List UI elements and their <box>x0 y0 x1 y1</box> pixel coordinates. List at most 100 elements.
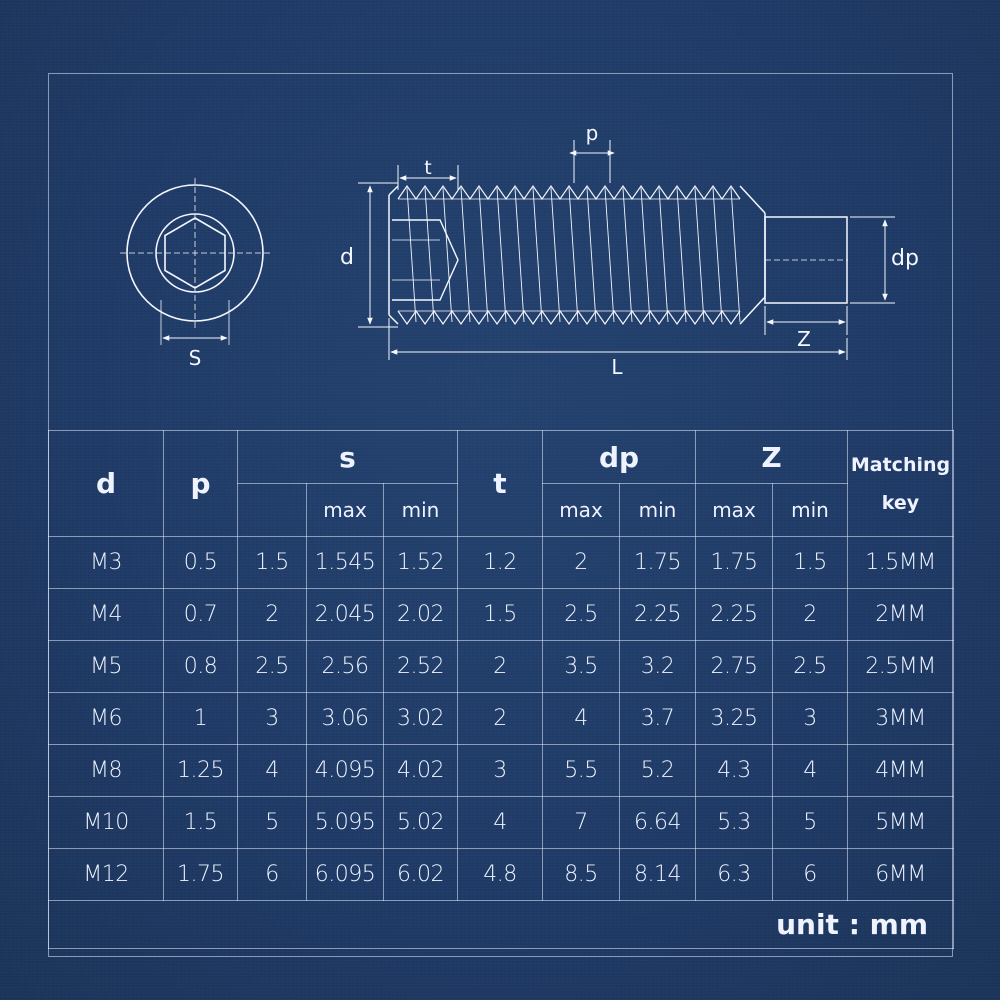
thread-helix-line <box>550 187 561 323</box>
thread-helix-line <box>640 187 651 323</box>
table-cell: 1.5 <box>163 796 238 849</box>
end-view <box>120 178 270 345</box>
table-cell: 2.5 <box>237 640 307 693</box>
header-d: d <box>48 430 164 537</box>
table-cell: 3 <box>237 692 307 745</box>
header-z-max: max <box>695 483 773 537</box>
table-cell: 4 <box>772 744 848 797</box>
table-cell: 1.2 <box>457 536 543 589</box>
spec-table: d p s t dp Z Matching key max min max mi… <box>48 430 954 949</box>
table-cell: 6MM <box>847 848 954 901</box>
table-cell: M12 <box>48 848 164 901</box>
table-cell: 2.52 <box>383 640 458 693</box>
table-cell: 6.095 <box>306 848 384 901</box>
table-cell: 1.5 <box>772 536 848 589</box>
table-cell: 3 <box>772 692 848 745</box>
header-s-nominal <box>237 483 307 537</box>
table-cell: 6 <box>237 848 307 901</box>
table-cell: 3MM <box>847 692 954 745</box>
table-cell: 4 <box>237 744 307 797</box>
table-cell: M3 <box>48 536 164 589</box>
header-p: p <box>163 430 238 537</box>
table-cell: 1.75 <box>163 848 238 901</box>
table-cell: 2.02 <box>383 588 458 641</box>
table-cell: 3.7 <box>619 692 696 745</box>
table-cell: 2.75 <box>695 640 773 693</box>
thread-crest-bottom <box>397 309 741 326</box>
table-cell: 2.5 <box>542 588 620 641</box>
thread-helix-line <box>658 187 669 323</box>
table-cell: 8.5 <box>542 848 620 901</box>
table-cell: 3.5 <box>542 640 620 693</box>
table-cell: 3.02 <box>383 692 458 745</box>
label-t: t <box>424 157 431 179</box>
header-z: Z <box>695 430 848 484</box>
table-cell: 5.3 <box>695 796 773 849</box>
table-cell: 2.25 <box>619 588 696 641</box>
header-matching-key: Matching key <box>847 430 954 537</box>
header-key-line2: key <box>881 491 920 514</box>
socket-section <box>392 219 459 301</box>
table-cell: 1.5 <box>457 588 543 641</box>
end-view-outer-circle <box>126 184 264 322</box>
table-cell: M6 <box>48 692 164 745</box>
label-l: L <box>611 355 623 379</box>
thread-helix-line <box>460 187 471 323</box>
table-cell: 1.75 <box>695 536 773 589</box>
table-cell: 2 <box>457 640 543 693</box>
side-view <box>388 185 848 325</box>
table-cell: 1.5MM <box>847 536 954 589</box>
set-screw-drawing: S <box>120 121 919 379</box>
table-cell: 6.02 <box>383 848 458 901</box>
table-cell: 2.5 <box>772 640 848 693</box>
table-cell: 5.2 <box>619 744 696 797</box>
thread-helix-line <box>406 187 417 323</box>
thread-helix-line <box>586 187 597 323</box>
thread-helix-line <box>532 187 543 323</box>
table-cell: 1.52 <box>383 536 458 589</box>
table-cell: 3.25 <box>695 692 773 745</box>
table-cell: 5 <box>237 796 307 849</box>
thread-helix-line <box>676 187 687 323</box>
label-d: d <box>340 245 354 270</box>
table-cell: 5 <box>772 796 848 849</box>
header-dp-max: max <box>542 483 620 537</box>
table-cell: 7 <box>542 796 620 849</box>
header-s-min: min <box>383 483 458 537</box>
table-cell: 5.5 <box>542 744 620 797</box>
header-key-line1: Matching <box>850 453 951 476</box>
table-cell: 2 <box>457 692 543 745</box>
header-s: s <box>237 430 458 484</box>
header-s-max: max <box>306 483 384 537</box>
table-cell: 2.5MM <box>847 640 954 693</box>
table-cell: 4.8 <box>457 848 543 901</box>
table-cell: 2MM <box>847 588 954 641</box>
table-cell: 4MM <box>847 744 954 797</box>
table-cell: 3.06 <box>306 692 384 745</box>
table-cell: 2 <box>772 588 848 641</box>
table-cell: 2.25 <box>695 588 773 641</box>
header-dp: dp <box>542 430 696 484</box>
thread-helix-line <box>694 187 705 323</box>
table-cell: M10 <box>48 796 164 849</box>
table-cell: 4.3 <box>695 744 773 797</box>
table-cell: 4.02 <box>383 744 458 797</box>
label-z: Z <box>797 327 811 351</box>
footer-row: unit : mm <box>48 900 954 949</box>
label-s: S <box>189 346 202 370</box>
thread-helix-line <box>496 187 507 323</box>
unit-note: unit : mm <box>48 900 954 949</box>
table-cell: 2 <box>542 536 620 589</box>
table-cell: 1.5 <box>237 536 307 589</box>
table-cell: M5 <box>48 640 164 693</box>
table-cell: 0.7 <box>163 588 238 641</box>
thread-helix-line <box>442 187 453 323</box>
table-cell: 1 <box>163 692 238 745</box>
table-cell: 0.5 <box>163 536 238 589</box>
table-cell: M4 <box>48 588 164 641</box>
